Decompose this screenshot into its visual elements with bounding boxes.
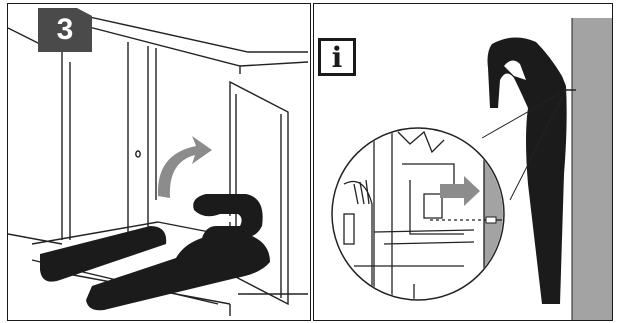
step-number-badge: 3 [38,8,92,52]
info-panel: i [313,3,613,321]
detail-magnifier [332,124,514,304]
info-icon: i [318,38,356,76]
wall-strip [572,18,612,320]
door-knob [136,151,140,157]
rotate-arrow [158,136,212,198]
cabinet-top-inner [62,20,308,66]
hanging-blower [488,37,567,304]
wall-mount-illustration [314,4,612,320]
step-panel: 3 [7,3,311,321]
